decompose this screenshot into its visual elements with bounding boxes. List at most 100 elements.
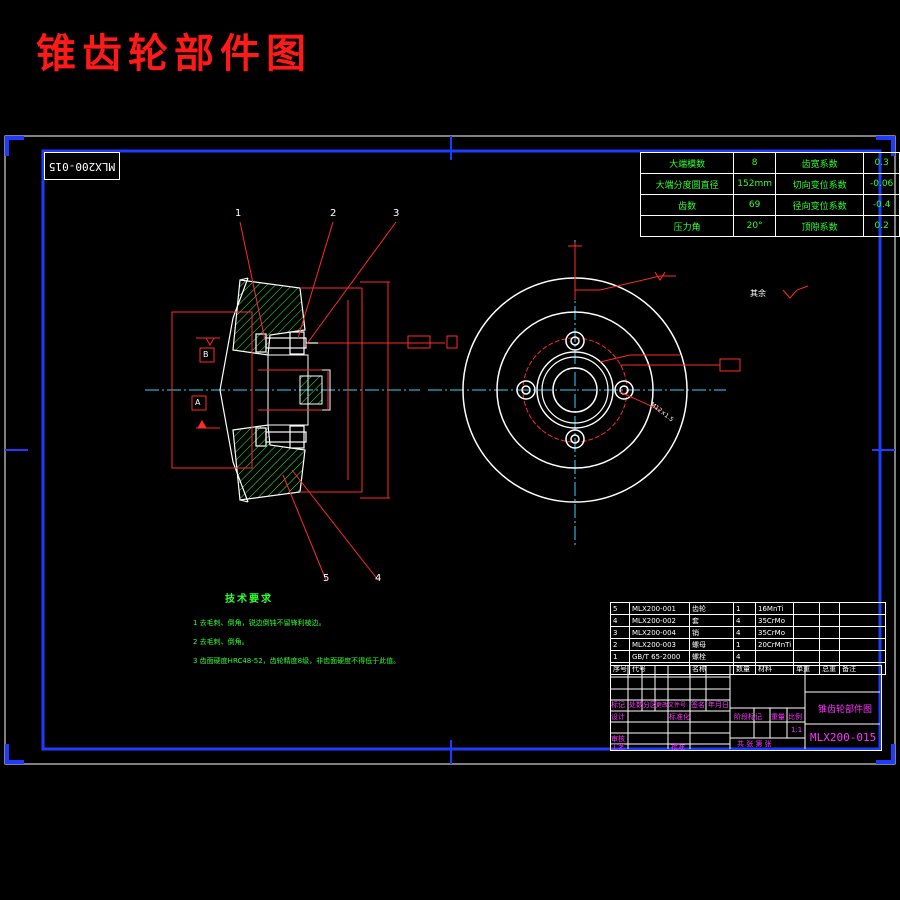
tb-approve-label: 批准 [671,743,685,751]
bom-cell-mat: 35CrMo [754,626,795,639]
svg-text:M12×1.5: M12×1.5 [649,401,675,423]
bom-cell-no: 4 [610,614,630,627]
leader-lines [239,221,397,581]
tb-mark-label: 标记 [611,701,625,709]
bolt-circle [522,337,628,443]
tech-item-3: 3 齿面硬度HRC48-52，齿轮精度8级，非齿面硬度不得低于此值。 [193,657,401,665]
param-cell-value: 20° [733,215,776,237]
bom-cell-empty [819,638,841,651]
balloon-2: 2 [330,208,337,219]
title-block [610,665,882,751]
param-cell-value2: 0.2 [863,215,900,237]
param-cell-label: 大端分度圆直径 [639,173,735,195]
bom-cell-empty [793,650,821,663]
balloon-5: 5 [323,573,330,584]
bom-cell-name: 螺母 [689,638,734,651]
bom-cell-no: 5 [610,602,630,615]
bolt-upper [255,331,318,355]
tb-standard-label: 标准化 [669,713,690,721]
bom-cell-code: GB/T 65-2000 [629,650,690,663]
section-view [145,221,458,581]
bolt-holes [516,331,634,449]
bom-cell-empty [819,614,841,627]
bom-cell-qty: 1 [733,602,756,615]
bom-cell-name: 销 [689,626,734,639]
tb-drawing-code: MLX200-015 [810,731,877,744]
bom-cell-mat: 35CrMo [754,614,795,627]
bom-cell-empty [839,602,887,615]
bom-cell-qty: 1 [733,638,756,651]
bom-cell-code: MLX200-001 [629,602,690,615]
bom-cell-empty [839,626,887,639]
param-cell-label: 大端模数 [639,152,735,174]
front-view: M12×1.5 [428,240,809,548]
tech-requirements-title: 技术要求 [225,594,273,605]
tb-sheets: 共 张 第 张 [737,740,772,748]
tb-weight-label: 重量 [771,713,785,721]
bom-cell-empty [839,638,887,651]
tb-process-label: 工艺 [611,743,625,751]
param-cell-value2: 0.3 [863,152,900,174]
param-cell-value2: -0.4 [863,194,900,216]
bom-cell-qty: 4 [733,614,756,627]
datum-b-label: B [203,350,209,359]
bom-cell-qty: 4 [733,650,756,663]
gear-body-upper [232,279,306,356]
bom-cell-name: 齿轮 [689,602,734,615]
bom-cell-code: MLX200-002 [629,614,690,627]
tb-zone-label: 分区 [643,701,657,709]
bom-cell-mat: 16MnTi [754,602,795,615]
bom-cell-code: MLX200-004 [629,626,690,639]
tb-date-label: 年月日 [708,701,729,709]
tb-sign-label: 签名 [691,701,705,709]
tech-item-2: 2 去毛刺、倒角。 [193,638,249,646]
bom-cell-empty [819,626,841,639]
bolt-lower [255,425,307,449]
drawing-title: 锥齿轮部件图 [36,30,312,77]
bom-cell-no: 1 [610,650,630,663]
param-cell-label: 齿数 [639,194,735,216]
tb-stage-label: 阶段标记 [734,713,762,721]
balloon-4: 4 [375,573,382,584]
tb-part-name: 锥齿轮部件图 [818,705,873,715]
param-cell-label2: 切向变位系数 [774,173,865,195]
bom-cell-empty [819,650,841,663]
bom-cell-empty [793,614,821,627]
title-block-lines [610,665,880,749]
tb-check-label: 审核 [611,735,625,743]
param-cell-value2: -0.06 [863,173,900,195]
bom-cell-mat [754,650,795,663]
balloon-1: 1 [235,208,242,219]
param-cell-label2: 径向变位系数 [774,194,865,216]
param-cell-value: 8 [733,152,776,174]
tb-scale-label: 比例 [788,713,802,721]
param-cell-label2: 齿宽系数 [774,152,865,174]
tech-item-1: 1 去毛刺、倒角，锐边倒钝不留锋利棱边。 [193,619,326,627]
param-cell-label2: 顶隙系数 [774,215,865,237]
bore-circle [552,367,598,413]
hub-inner-circle [541,356,609,424]
param-cell-label: 压力角 [639,215,735,237]
bom-cell-empty [819,602,841,615]
bom-cell-empty [793,638,821,651]
bom-cell-qty: 4 [733,626,756,639]
gear-body-lower [232,424,306,501]
tb-scale-value: 1:1 [791,726,803,734]
datum-a-label: A [195,398,201,407]
bom-cell-empty [793,626,821,639]
section-dimensions [171,281,458,499]
bom-cell-empty [839,614,887,627]
drawing-code-box: MLX200-015 [44,152,120,180]
bom-cell-name: 套 [689,614,734,627]
bom-cell-name: 螺栓 [689,650,734,663]
balloon-3: 3 [393,208,400,219]
